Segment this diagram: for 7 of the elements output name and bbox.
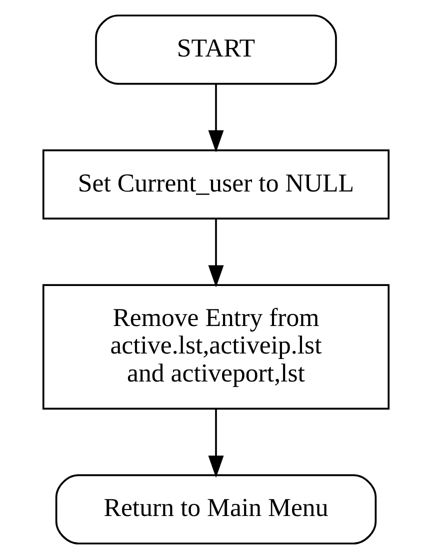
node-box: Return to Main Menu [55,474,377,544]
arrow [208,219,224,288]
arrow [208,408,224,478]
node-box: START [95,14,337,85]
node-box: Remove Entry from active.lst,activeip.lst and activeport,lst [42,284,390,410]
arrow [208,84,224,152]
node-box: Set Current_user to NULL [42,149,390,220]
